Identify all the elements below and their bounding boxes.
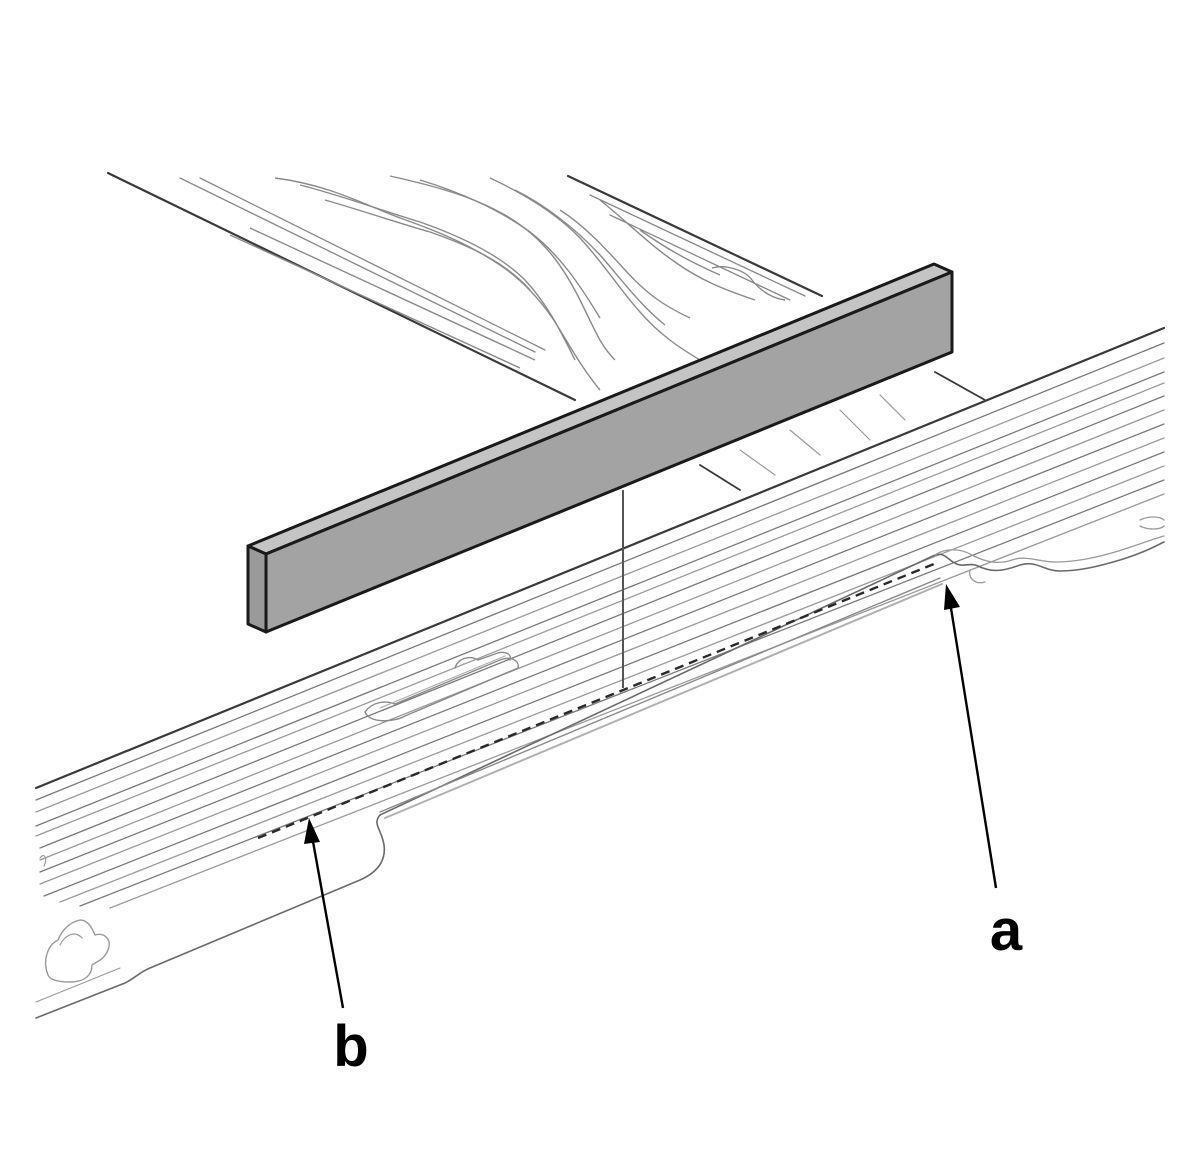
callout-label-a: a [990,898,1023,963]
reference-dashed-line [257,562,935,840]
floor-contour-lines [229,175,786,391]
sill-rail [34,326,1166,1019]
callout-arrow-a [944,584,998,889]
gauge-block [246,262,954,634]
callout-arrow-b [304,818,345,1009]
callout-label-b: b [333,1014,368,1079]
rail-upper-step [699,371,986,491]
